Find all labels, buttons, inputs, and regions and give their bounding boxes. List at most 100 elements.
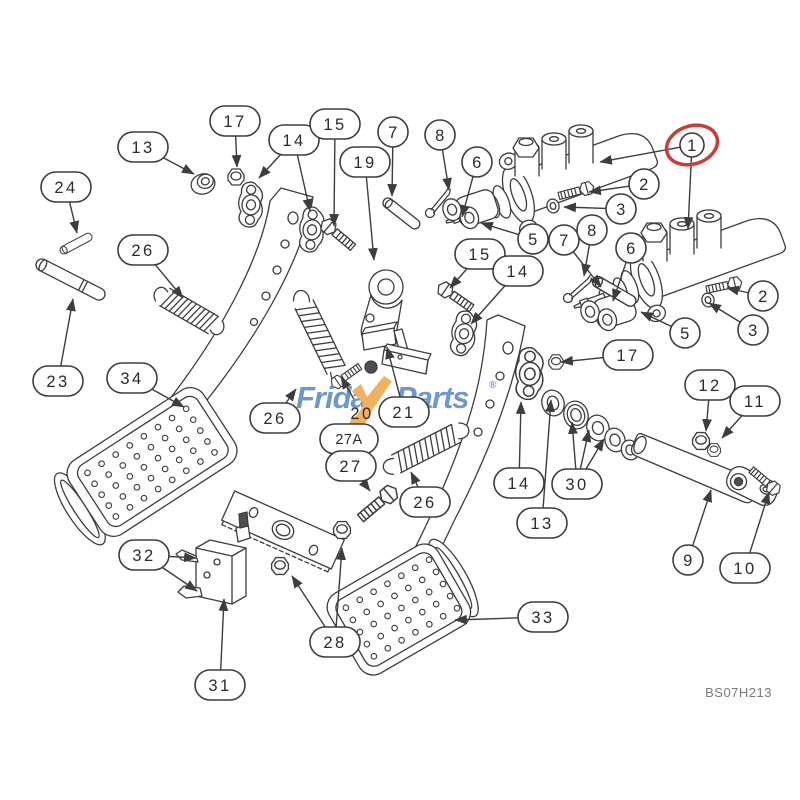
callout-bubble (602, 339, 654, 371)
callout-number: 30 (565, 476, 588, 494)
callout-bubble (672, 544, 704, 576)
callout-number: 7 (559, 232, 569, 250)
nut-12-drawing (691, 431, 711, 451)
callout-27A: 27A (319, 423, 379, 455)
leader-arrow (335, 547, 347, 628)
leader-arrow (579, 429, 592, 470)
small-pin-drawing (58, 231, 94, 256)
spring-2-drawing (287, 286, 353, 388)
callout-32: 32 (118, 539, 198, 592)
pad-dimple (189, 447, 197, 455)
pad-dimple (391, 592, 398, 600)
pad-dimple (363, 640, 371, 648)
leader-arrow (726, 285, 749, 296)
callout-number: 24 (54, 179, 77, 197)
diagram-code: BS07H213 (705, 685, 772, 700)
callout-bubble (684, 369, 736, 401)
leader-arrow (161, 156, 195, 175)
pad-dimple (377, 600, 384, 608)
pad-dimple (453, 604, 461, 612)
callout-2: 2 (726, 280, 779, 312)
callout-13: 13 (516, 399, 568, 539)
leader-arrow (329, 138, 340, 227)
callout-14: 14 (258, 124, 320, 212)
callout-number: 28 (323, 634, 346, 652)
callout-bubble (377, 116, 409, 148)
leader-arrow (560, 355, 604, 366)
pad-dimple (446, 592, 454, 600)
callout-5: 5 (640, 311, 701, 349)
pad-dimple (126, 473, 134, 480)
callout-number: 12 (698, 377, 721, 395)
pad-dimple (189, 416, 197, 424)
pad-dimple (112, 513, 120, 520)
callout-6: 6 (460, 146, 493, 218)
callout-bubble (548, 224, 580, 256)
callout-28: 28 (291, 547, 361, 658)
pad-dimple (418, 576, 426, 584)
callout-number: 26 (131, 242, 154, 260)
callout-15: 15 (309, 108, 361, 227)
leader-arrow (640, 311, 672, 328)
callout-number: 13 (131, 139, 154, 157)
callout-9: 9 (672, 489, 712, 576)
pad-dimple (98, 460, 105, 468)
pad-dimple (133, 483, 141, 491)
callout-33: 33 (454, 601, 569, 633)
pad-dimple (133, 452, 141, 460)
watermark-check-icon (349, 376, 392, 430)
leader-arrow (563, 202, 607, 213)
callout-30: 30 (551, 421, 605, 500)
callout-3: 3 (563, 193, 637, 225)
pad-dimple (98, 491, 106, 499)
callout-26: 26 (117, 234, 184, 299)
callout-bubble (576, 214, 608, 246)
callout-bubble (719, 552, 771, 584)
pad-dimple (356, 596, 364, 604)
callout-2: 2 (588, 168, 660, 200)
callout-number: 23 (46, 373, 69, 391)
callout-31: 31 (194, 598, 246, 701)
leader-arrow (584, 438, 605, 471)
callout-number: 2 (639, 176, 649, 194)
callout-number: 17 (616, 347, 639, 365)
pad-dimple (439, 580, 447, 588)
callout-14: 14 (470, 255, 544, 325)
callout-34: 34 (106, 362, 185, 408)
callout-1: 1 (599, 123, 720, 230)
callout-3: 3 (708, 302, 769, 346)
pad-dimple (182, 436, 190, 444)
callout-11: 11 (721, 385, 781, 439)
callout-23: 23 (32, 298, 84, 397)
callout-bubble (615, 232, 647, 264)
callout-bubble (106, 362, 158, 394)
nut-28b-drawing (270, 556, 290, 576)
callout-number: 14 (282, 132, 305, 150)
callout-17: 17 (209, 105, 261, 168)
callout-bubble (669, 317, 701, 349)
callout-8: 8 (576, 214, 608, 277)
callout-bubble (117, 131, 169, 163)
callout-number: 20 (350, 405, 373, 423)
leader-arrow (365, 176, 378, 261)
long-pin-drawing (35, 258, 106, 301)
pad-dimple (397, 572, 405, 580)
callout-number: 3 (616, 201, 626, 219)
callout-bubble (517, 601, 569, 633)
callout-bubble (516, 507, 568, 539)
pad-dimple (168, 476, 176, 484)
callout-14: 14 (493, 401, 545, 499)
leader-arrow (218, 598, 229, 671)
leader-arrow (721, 413, 744, 439)
pad-dimple (197, 458, 204, 465)
leader-arrow (692, 489, 712, 546)
pad-dimple (411, 564, 419, 572)
pad-dimple (105, 471, 113, 478)
callout-bubble (40, 171, 92, 203)
pin-1-drawing (380, 195, 423, 232)
callout-7: 7 (377, 116, 409, 197)
leader-arrow (410, 471, 421, 488)
pad-dimple (398, 604, 405, 612)
pad-dimple (175, 456, 183, 464)
callout-number: 26 (263, 410, 286, 428)
